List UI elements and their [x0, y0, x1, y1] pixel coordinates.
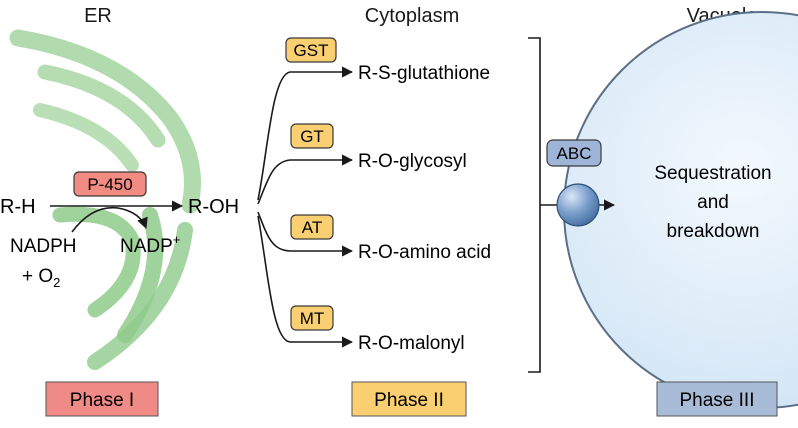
branch-mt — [257, 215, 354, 348]
p450-box — [73, 171, 147, 197]
phase2-branches — [257, 66, 354, 348]
branch-gst — [257, 66, 354, 201]
enzyme-gst-box — [285, 37, 337, 63]
product-amino-acid: R-O-amino acid — [358, 242, 491, 263]
phase3-label-box — [656, 381, 778, 417]
cofactor-arrow — [71, 206, 148, 233]
cofactor-oxygen: + O2 — [22, 266, 60, 290]
header-cytoplasm: Cytoplasm — [365, 5, 459, 27]
enzyme-gst-label: GST — [294, 41, 329, 60]
enzyme-gt-box — [290, 123, 334, 149]
product-malonyl: R-O-malonyl — [358, 333, 465, 354]
vacuole-process-line2: and — [697, 192, 729, 213]
enzyme-at-box — [290, 214, 334, 240]
product-roh: R-OH — [188, 196, 239, 218]
vacuole-process-line1: Sequestration — [654, 163, 771, 184]
enzyme-mt-label: MT — [300, 309, 325, 328]
vacuole — [563, 11, 798, 409]
enzyme-mt-box — [290, 305, 334, 331]
product-glutathione: R-S-glutathione — [358, 63, 490, 84]
branch-gt — [257, 154, 354, 205]
abc-box — [546, 139, 602, 167]
vacuole-process-line3: breakdown — [667, 221, 760, 242]
er-membranes — [9, 29, 201, 370]
p450-label: P-450 — [87, 175, 132, 194]
branch-at — [257, 211, 354, 257]
cofactor-nadph: NADPH — [10, 236, 77, 257]
abc-label: ABC — [557, 144, 592, 163]
product-glycosyl: R-O-glycosyl — [358, 151, 467, 172]
enzyme-gt-label: GT — [300, 127, 324, 146]
phase1-label: Phase I — [70, 390, 134, 411]
abc-transporter-icon — [556, 183, 600, 227]
enzyme-at-label: AT — [302, 218, 322, 237]
header-er: ER — [84, 5, 112, 27]
products-bracket — [528, 37, 541, 373]
phase3-label: Phase III — [680, 390, 755, 411]
phase2-label: Phase II — [374, 390, 444, 411]
phase2-label-box — [351, 381, 467, 417]
cofactor-nadp: NADP+ — [120, 232, 180, 257]
phase1-label-box — [45, 381, 159, 417]
substrate-rh: R-H — [0, 196, 36, 218]
